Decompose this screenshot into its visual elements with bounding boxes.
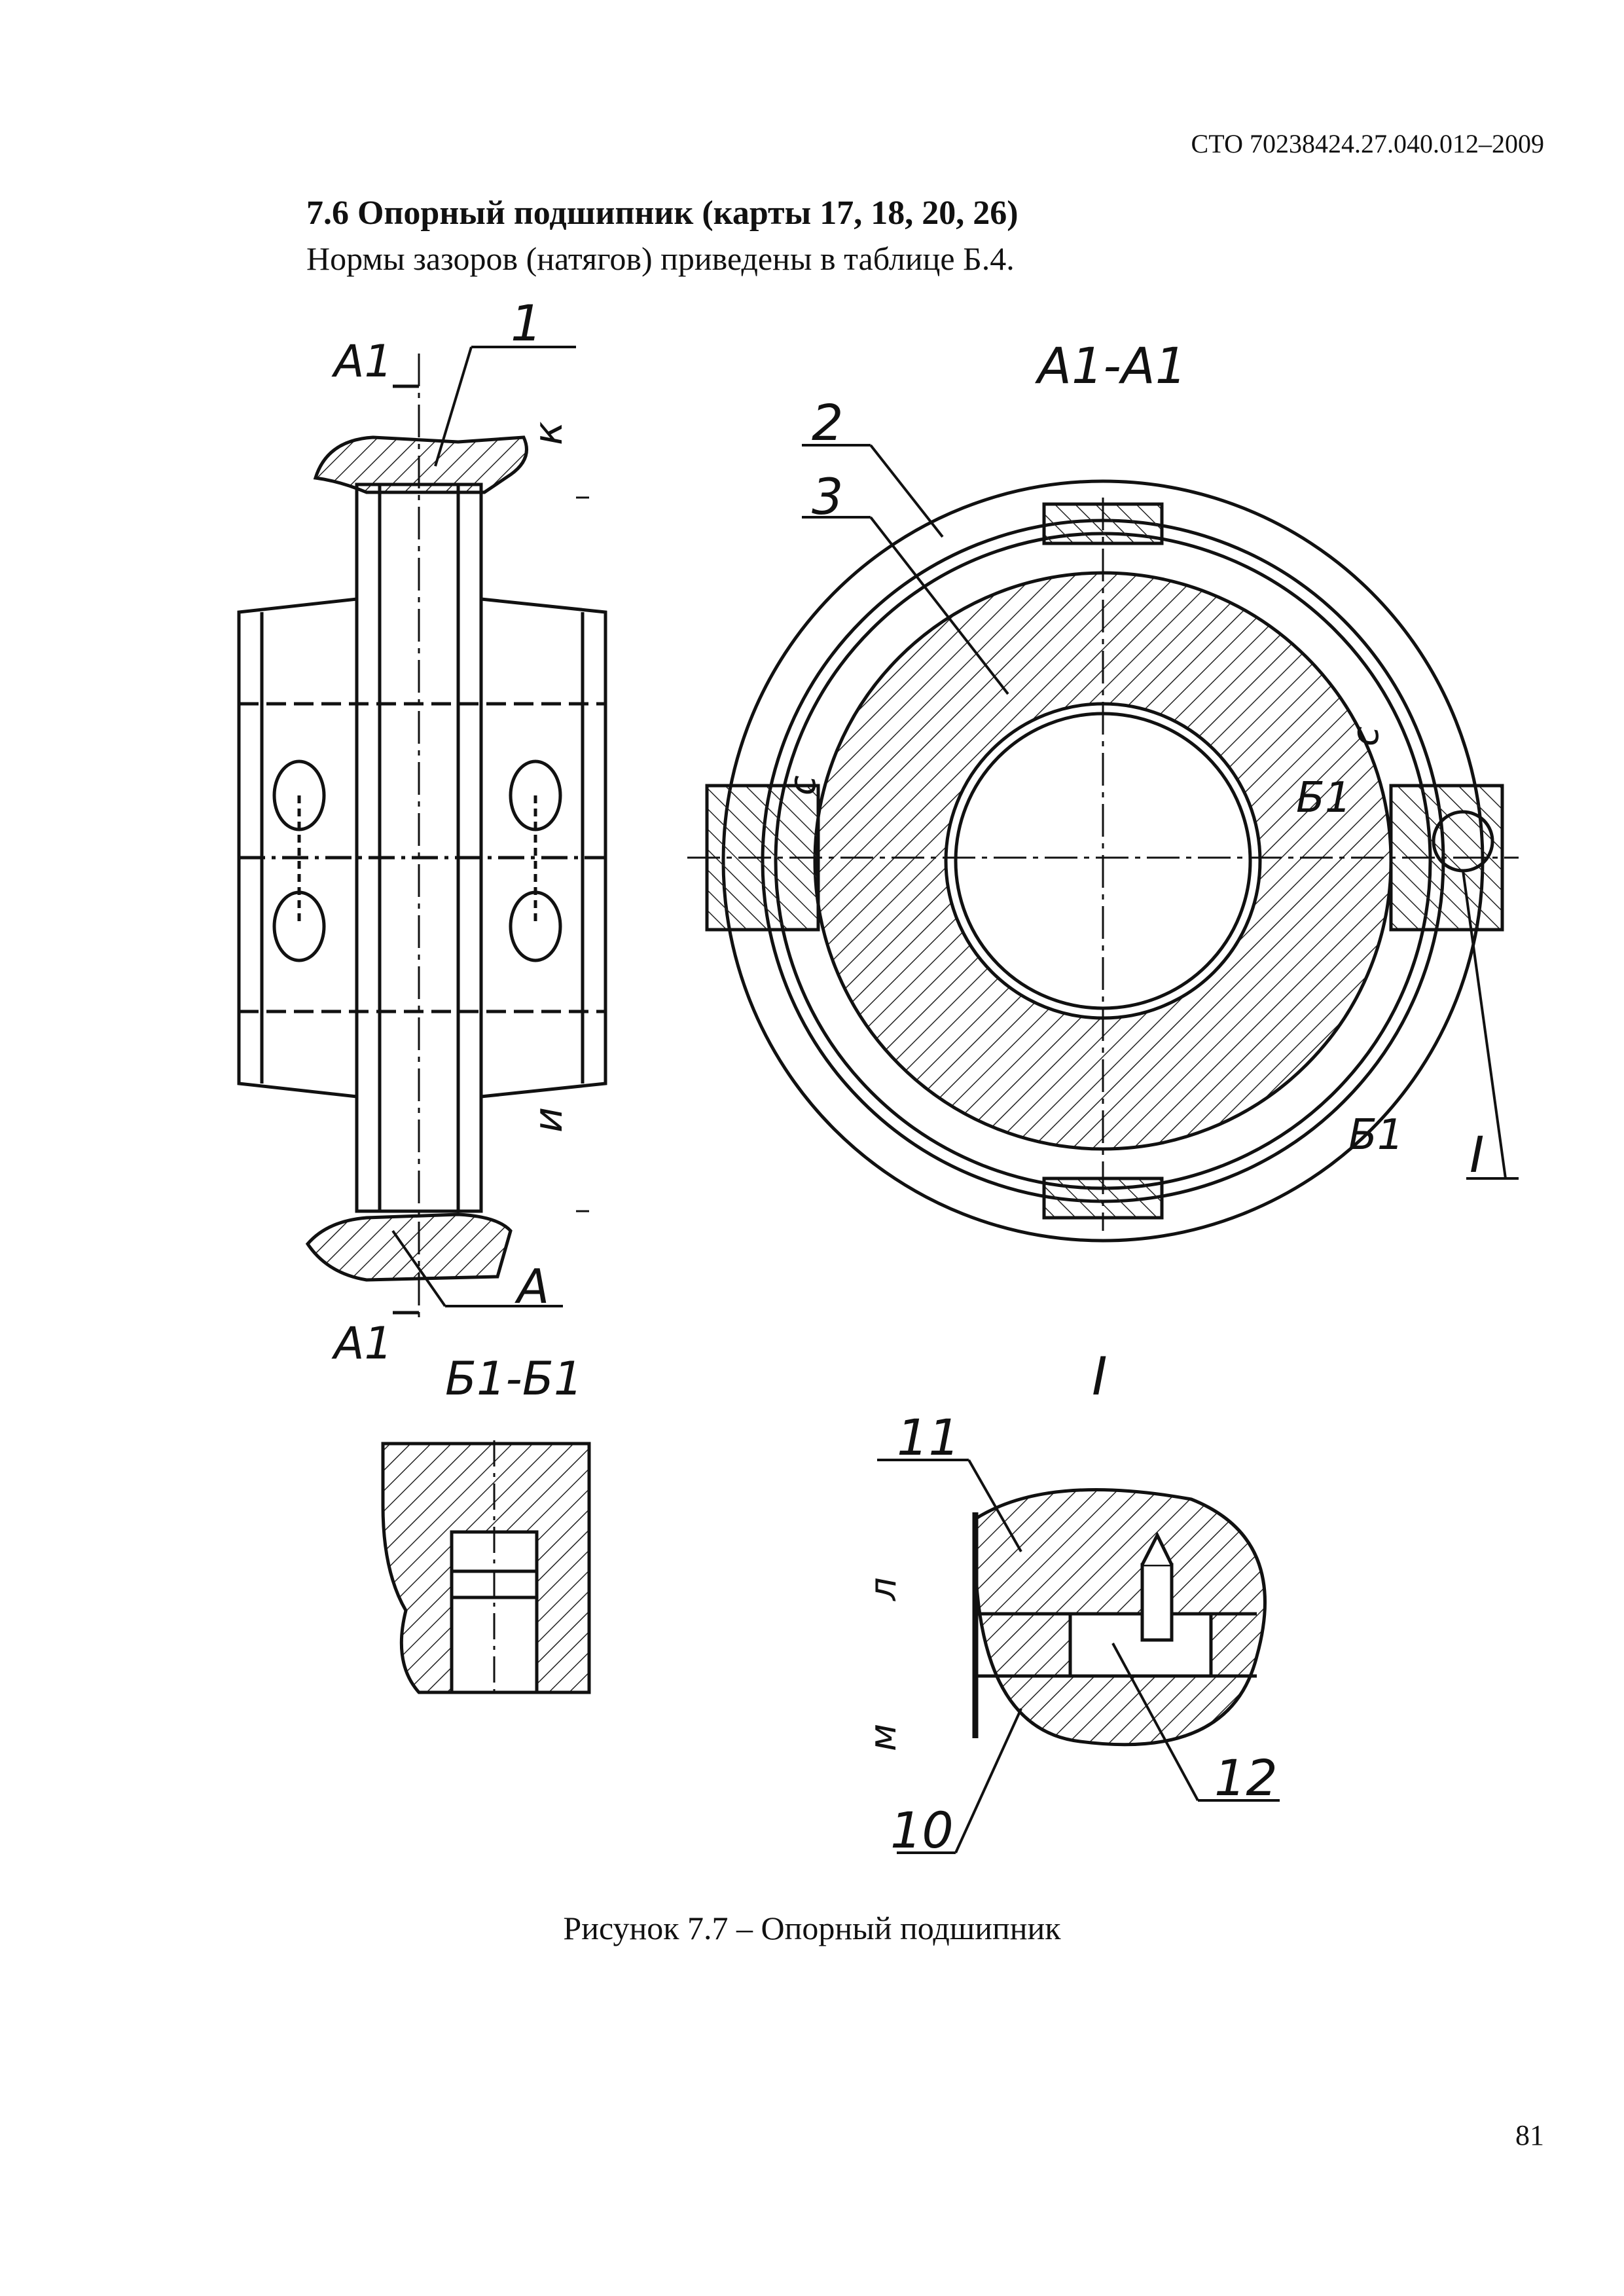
position-3: 3: [812, 467, 843, 526]
page-number: 81: [1515, 2119, 1544, 2151]
detail-mark-i: I: [1470, 1125, 1484, 1184]
dimension-i: и: [526, 1107, 571, 1133]
dimension-m: м: [862, 1724, 905, 1751]
section-b1-view: [381, 1440, 591, 1696]
section-text: Нормы зазоров (натягов) приведены в табл…: [306, 240, 1015, 277]
dimension-s-left: с: [782, 775, 824, 795]
figure-caption: Рисунок 7.7 – Опорный подшипник: [563, 1910, 1061, 1946]
view-mark-a: А: [514, 1259, 549, 1314]
view-mark-a1-bottom: А1: [331, 1318, 393, 1370]
dimension-k: к: [526, 422, 571, 445]
detail-label-i: I: [1092, 1346, 1108, 1407]
position-10: 10: [890, 1801, 954, 1859]
detail-i-view: [972, 1487, 1267, 1747]
position-12: 12: [1214, 1749, 1278, 1807]
section-label-a1-a1: А1-А1: [1034, 337, 1187, 395]
dimension-l: л: [862, 1577, 905, 1601]
cross-section-a1: [687, 479, 1519, 1243]
view-mark-a1-top: А1: [331, 336, 393, 388]
document-code: СТО 70238424.27.040.012–2009: [1191, 129, 1544, 158]
leader-lines: [391, 346, 1519, 1854]
section-title: 7.6 Опорный подшипник (карты 17, 18, 20,…: [306, 194, 1019, 232]
view-mark-b1-upper: Б1: [1296, 774, 1352, 822]
position-11: 11: [897, 1408, 960, 1467]
position-1: 1: [511, 294, 542, 352]
position-2: 2: [812, 393, 843, 452]
side-view: [237, 354, 607, 1322]
dimension-s-right: с: [1344, 726, 1387, 746]
section-label-b1-b1: Б1-Б1: [445, 1352, 583, 1406]
view-mark-b1-lower: Б1: [1348, 1111, 1404, 1159]
